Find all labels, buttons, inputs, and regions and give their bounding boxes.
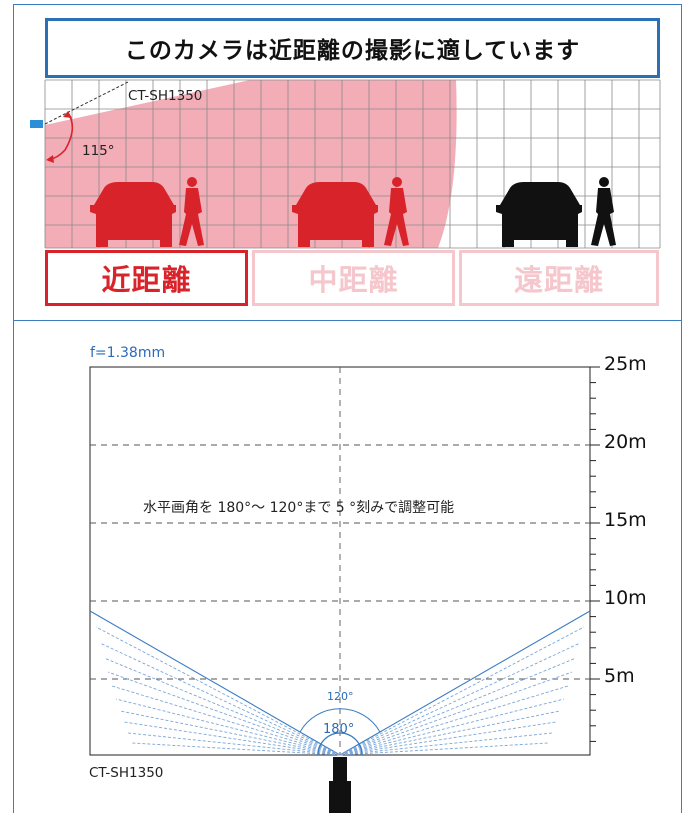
fov-edge-line bbox=[44, 81, 129, 125]
near-car-icon bbox=[90, 182, 176, 247]
scale-label-15m: 15m bbox=[604, 509, 647, 531]
outer-angle-arc bbox=[317, 732, 363, 756]
outer-angle-label: 180° bbox=[323, 722, 355, 737]
angle-label: 115° bbox=[82, 143, 115, 159]
bottom-model-label: CT-SH1350 bbox=[89, 765, 164, 781]
scale-label-25m: 25m bbox=[604, 353, 647, 375]
fov-note: 水平画角を 180°～ 120°まで 5 °刻みで調整可能 bbox=[143, 500, 455, 516]
far-distance-box: 遠距離 bbox=[459, 250, 659, 306]
mid-car-icon bbox=[292, 182, 378, 247]
angle-arc bbox=[47, 112, 74, 161]
section-divider bbox=[13, 320, 682, 321]
far-person-icon bbox=[591, 177, 616, 246]
outer-frame bbox=[13, 4, 682, 813]
focal-length-label: f=1.38mm bbox=[90, 345, 166, 361]
camera-body-icon bbox=[333, 757, 347, 781]
mid-distance-box: 中距離 bbox=[252, 250, 455, 306]
top-model-label: CT-SH1350 bbox=[128, 88, 203, 104]
near-distance-box: 近距離 bbox=[45, 250, 248, 306]
scale-ticks bbox=[590, 366, 600, 742]
far-car-icon bbox=[496, 182, 582, 247]
scale-label-20m: 20m bbox=[604, 431, 647, 453]
inner-angle-label: 120° bbox=[327, 690, 354, 703]
inner-angle-arc bbox=[299, 708, 381, 733]
scale-label-10m: 10m bbox=[604, 587, 647, 609]
near-person-icon bbox=[179, 177, 204, 246]
distance-gridlines bbox=[90, 367, 590, 755]
mid-person-icon bbox=[384, 177, 409, 246]
scale-label-5m: 5m bbox=[604, 665, 635, 687]
camera-marker bbox=[30, 120, 43, 128]
fov-fan-lines bbox=[89, 610, 591, 756]
page-title: このカメラは近距離の撮影に適しています bbox=[45, 18, 660, 78]
